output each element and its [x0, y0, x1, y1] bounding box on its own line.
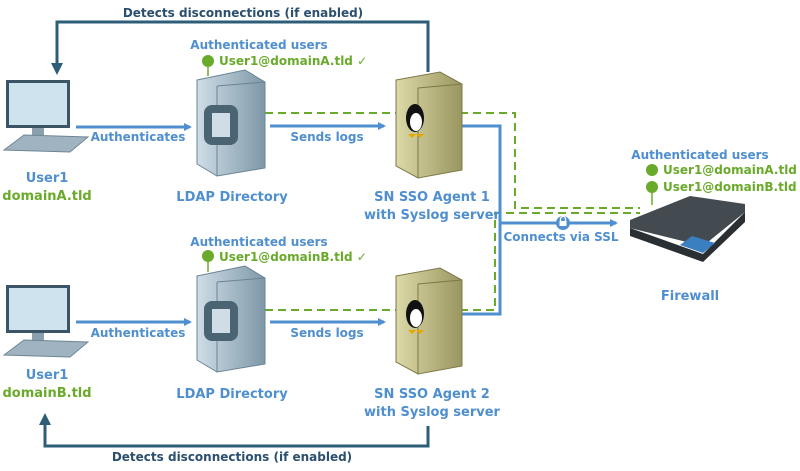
disconnect-label-top: Detects disconnections (if enabled)	[122, 6, 364, 20]
user-icon	[202, 55, 214, 67]
user-name-b: User1	[25, 368, 69, 383]
firewall-appliance-icon	[630, 196, 745, 262]
agent-label-a-line2: with Syslog server	[364, 208, 500, 223]
agent-server-icon-b	[395, 267, 463, 375]
agent-label-a-line1: SN SSO Agent 1	[374, 190, 490, 205]
agent-label-b-line2: with Syslog server	[364, 405, 500, 420]
user-icon	[646, 164, 658, 176]
user-icon	[202, 250, 214, 262]
ldap-auth-user-b: User1@domainB.tld ✓	[219, 250, 367, 264]
agent-bus	[462, 124, 502, 316]
ldap-label-b: LDAP Directory	[176, 387, 288, 402]
ldap-server-icon-a	[196, 69, 266, 177]
firewall-auth-user-b: User1@domainB.tld ✓	[663, 180, 800, 194]
disconnect-loop-top	[51, 20, 430, 75]
auth-sync-a	[265, 112, 640, 209]
ldap-server-icon-b	[196, 265, 266, 373]
lock-icon	[556, 215, 570, 230]
ldap-auth-title-a: Authenticated users	[190, 38, 328, 52]
user-workstation-icon-b	[2, 285, 90, 358]
user-icon	[646, 181, 658, 193]
firewall-auth-user-a: User1@domainA.tld ✓	[663, 163, 800, 177]
authenticates-label-a: Authenticates	[90, 130, 186, 144]
sends-logs-label-b: Sends logs	[290, 326, 364, 340]
user-domain-a: domainA.tld	[2, 189, 92, 204]
ldap-label-a: LDAP Directory	[176, 190, 288, 205]
user-workstation-icon-a	[2, 80, 90, 153]
user-domain-b: domainB.tld	[2, 386, 92, 401]
auth-sync-b	[265, 212, 640, 311]
agent-label-b-line1: SN SSO Agent 2	[374, 387, 490, 402]
sends-logs-label-a: Sends logs	[290, 130, 364, 144]
authenticates-label-b: Authenticates	[90, 326, 186, 340]
ldap-auth-user-a: User1@domainA.tld ✓	[219, 54, 368, 68]
disconnect-loop-bottom	[39, 413, 430, 448]
firewall-auth-title: Authenticated users	[631, 148, 769, 162]
disconnect-label-bottom: Detects disconnections (if enabled)	[111, 450, 353, 464]
ldap-auth-title-b: Authenticated users	[190, 235, 328, 249]
user-name-a: User1	[25, 171, 69, 186]
firewall-label: Firewall	[660, 289, 720, 304]
ssl-label: Connects via SSL	[503, 230, 619, 244]
agent-server-icon-a	[395, 71, 463, 179]
